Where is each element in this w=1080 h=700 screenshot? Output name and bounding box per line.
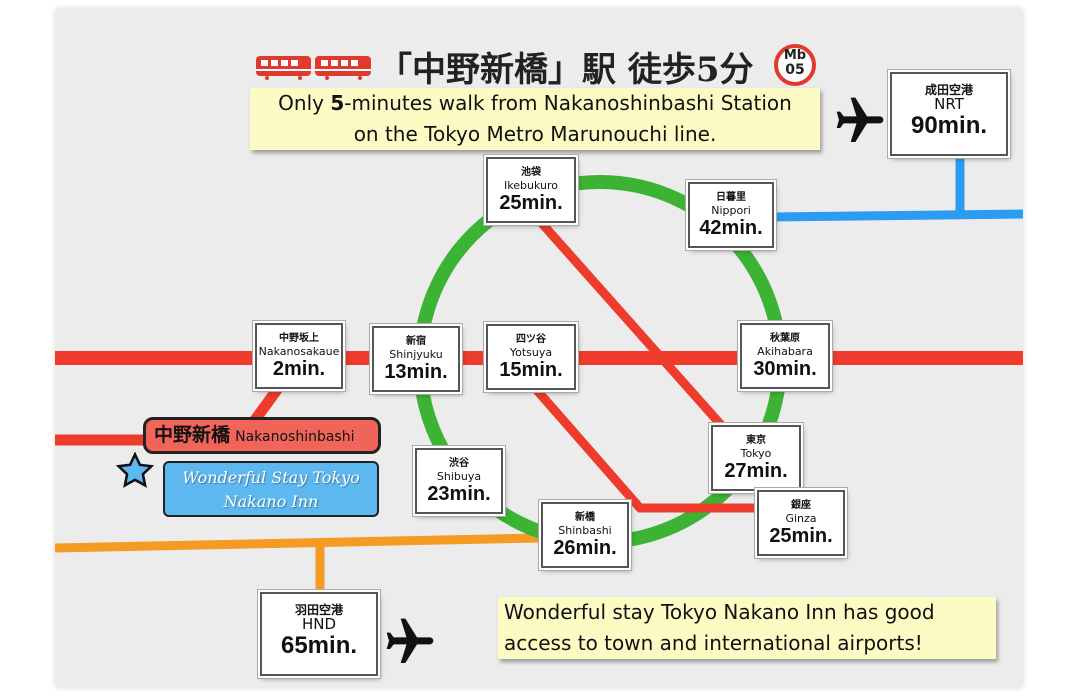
line-badge: Mb 05 [774,44,816,86]
blue-line [769,150,1024,222]
access-note-line1: Only 5-minutes walk from Nakanoshinbashi… [250,88,820,119]
home-station-label: 中野新橋 Nakanoshinbashi [143,417,381,454]
airport-access-note: Wonderful stay Tokyo Nakano Inn has good… [498,597,996,659]
sign-shibuya: 渋谷 Shibuya 23min. [413,446,505,516]
sign-time: 23min. [427,483,491,505]
sign-en: Tokyo [740,447,772,460]
badge-number: 05 [785,62,805,78]
sign-shinjuku: 新宿 Shinjyuku 13min. [370,324,462,394]
sign-en: NRT [934,95,964,113]
sign-time: 25min. [499,192,563,214]
sign-time: 13min. [384,361,448,383]
home-station-en: Nakanoshinbashi [235,429,355,445]
sign-jp: 新宿 [406,336,426,347]
sign-en: Nippori [711,204,751,217]
sign-time: 65min. [280,632,358,659]
note-minutes: 5 [330,91,345,115]
sign-jp: 秋葉原 [770,333,800,344]
airport-note-line2: access to town and international airport… [504,631,923,655]
inn-label: Wonderful Stay Tokyo Nakano Inn [163,461,379,517]
sign-ginza: 銀座 Ginza 25min. [755,488,847,558]
sign-jp: 日暮里 [716,192,746,203]
sign-nakanosakaue: 中野坂上 Nakanosakaue 2min. [253,321,345,391]
access-note: Only 5-minutes walk from Nakanoshinbashi… [250,88,820,150]
sign-narita: 成田空港 NRT 90min. [888,70,1010,158]
sign-en: Shibuya [436,470,482,483]
sign-jp: 四ツ谷 [516,334,546,345]
access-note-line2: on the Tokyo Metro Marunouchi line. [353,122,717,146]
star-icon [116,452,154,488]
sign-jp: 中野坂上 [279,333,319,344]
sign-jp: 成田空港 [924,83,973,97]
sign-time: 42min. [699,217,763,239]
airport-note-line1: Wonderful stay Tokyo Nakano Inn has good [504,600,935,624]
sign-en: Shinjyuku [389,348,443,361]
sign-time: 30min. [753,358,817,380]
sign-jp: 池袋 [521,167,541,178]
sign-time: 26min. [553,537,617,559]
airplane-icon [386,618,434,663]
sign-akihabara: 秋葉原 Akihabara 30min. [738,321,832,391]
inn-name-line2: Nakano Inn [223,492,319,511]
sign-time: 2min. [272,358,326,380]
train-icon [256,56,371,80]
sign-en: Shinbashi [558,524,612,537]
sign-jp: 羽田空港 [294,603,343,617]
home-station-jp: 中野新橋 [154,424,231,446]
note-text: -minutes walk from Nakanoshinbashi Stati… [344,91,792,115]
red-line-diag-2 [531,385,760,513]
sign-en: Akihabara [757,345,813,358]
note-text: Only [278,91,331,115]
orange-line [54,533,541,595]
sign-nippori: 日暮里 Nippori 42min. [686,180,776,250]
red-line-diag-1 [526,207,734,438]
sign-tokyo: 東京 Tokyo 27min. [709,423,803,493]
sign-haneda: 羽田空港 HND 65min. [258,590,380,678]
sign-jp: 東京 [746,435,766,446]
sign-time: 25min. [769,525,833,547]
sign-shinbashi: 新橋 Shinbashi 26min. [539,500,631,570]
sign-en: Nakanosakaue [258,345,340,358]
sign-en: HND [301,615,337,633]
sign-jp: 銀座 [791,500,811,511]
sign-en: Ikebukuro [504,179,558,192]
badge-line: Mb [783,48,807,63]
sign-jp: 渋谷 [449,458,469,469]
page-title: 「中野新橋」駅 徒歩5分 [378,50,754,90]
sign-en: Ginza [785,512,817,525]
sign-en: Yotsuya [509,346,553,359]
sign-time: 27min. [724,460,788,482]
inn-name-line1: Wonderful Stay Tokyo [182,468,360,487]
sign-ikebukuro: 池袋 Ikebukuro 25min. [484,155,578,225]
sign-yotsuya: 四ツ谷 Yotsuya 15min. [484,322,578,392]
sign-jp: 新橋 [575,512,595,523]
sign-time: 90min. [910,112,988,139]
airplane-icon [836,97,884,142]
sign-time: 15min. [499,359,563,381]
